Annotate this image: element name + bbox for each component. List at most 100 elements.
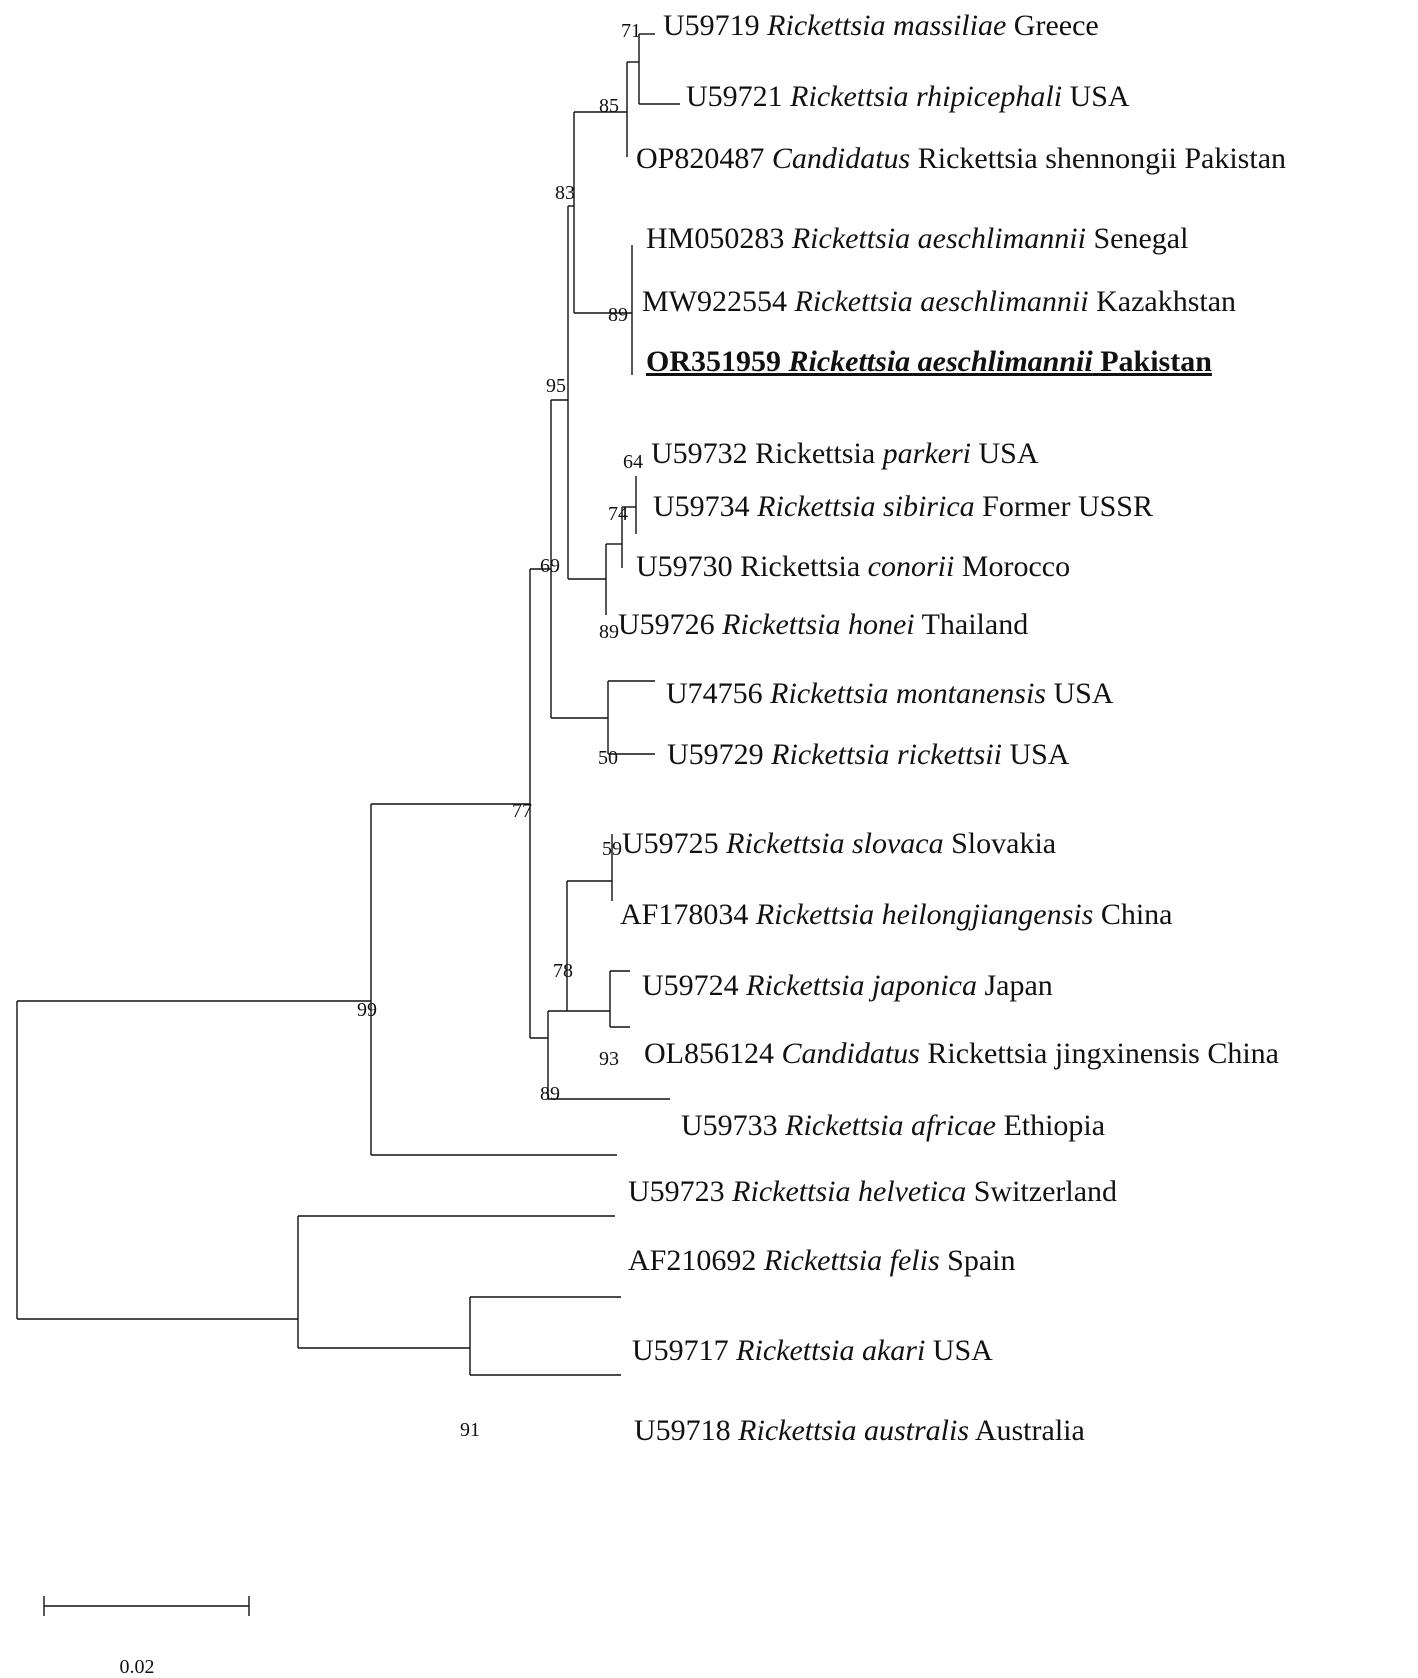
bootstrap-value: 71 [621, 20, 641, 42]
leaf-label-part: conorii [868, 550, 955, 583]
leaf-label-part: Rickettsia heilongjiangensis [755, 898, 1093, 931]
leaf-label-part: U59734 [653, 490, 757, 523]
bootstrap-value: 85 [599, 95, 619, 117]
bootstrap-value: 69 [540, 555, 560, 577]
leaf-label-part: Rickettsia rhipicephali [789, 80, 1062, 113]
leaf-label-japonica: U59724 Rickettsia japonica Japan [642, 969, 1053, 1002]
leaf-label-part: U59723 [628, 1175, 732, 1208]
leaf-label-part: Rickettsia australis [737, 1414, 969, 1447]
leaf-label-part: Switzerland [966, 1175, 1117, 1208]
leaf-label-sibirica: U59734 Rickettsia sibirica Former USSR [653, 490, 1153, 523]
leaf-label-montanensis: U74756 Rickettsia montanensis USA [666, 677, 1114, 710]
leaf-labels: U59719 Rickettsia massiliae GreeceU59721… [618, 9, 1286, 1447]
leaf-label-part: Spain [940, 1244, 1016, 1277]
bootstrap-value: 59 [602, 838, 622, 860]
bootstrap-value: 77 [512, 800, 532, 822]
leaf-label-part: Rickettsia slovaca [725, 827, 943, 860]
leaf-label-part: Rickettsia honei [721, 608, 914, 641]
bootstrap-value: 91 [460, 1419, 480, 1441]
leaf-label-part: U59721 [686, 80, 790, 113]
bootstrap-value: 74 [608, 503, 628, 525]
leaf-label-part: Candidatus [782, 1037, 920, 1070]
bootstrap-value: 89 [540, 1083, 560, 1105]
leaf-label-part: OL856124 [644, 1037, 782, 1070]
leaf-label-felis: AF210692 Rickettsia felis Spain [628, 1244, 1015, 1277]
scale-bar: 0.02 [43, 1596, 250, 1678]
leaf-label-part: Rickettsia shennongii Pakistan [910, 142, 1286, 175]
leaf-label-part: U59718 [634, 1414, 738, 1447]
leaf-label-part: U74756 [666, 677, 770, 710]
leaf-label-heilongjiangensis: AF178034 Rickettsia heilongjiangensis Ch… [620, 898, 1172, 931]
leaf-label-part: U59730 Rickettsia [636, 550, 868, 583]
leaf-label-massiliae: U59719 Rickettsia massiliae Greece [663, 9, 1099, 42]
leaf-label-part: AF210692 [628, 1244, 764, 1277]
leaf-label-jingxinensis: OL856124 Candidatus Rickettsia jingxinen… [644, 1037, 1279, 1070]
leaf-label-part: U59729 [667, 738, 771, 771]
leaf-label-part: Rickettsia japonica [745, 969, 977, 1002]
leaf-label-part: Pakistan [1093, 345, 1213, 378]
leaf-label-akari: U59717 Rickettsia akari USA [632, 1334, 993, 1367]
leaf-label-part: Rickettsia massiliae [766, 9, 1006, 42]
leaf-label-parkeri: U59732 Rickettsia parkeri USA [651, 437, 1039, 470]
leaf-label-part: USA [1062, 80, 1130, 113]
leaf-label-part: Rickettsia jingxinensis China [920, 1037, 1279, 1070]
leaf-label-part: Kazakhstan [1089, 285, 1236, 318]
leaf-label-part: U59732 Rickettsia [651, 437, 883, 470]
leaf-label-part: OP820487 [636, 142, 772, 175]
bootstrap-value: 64 [623, 451, 643, 473]
leaf-label-part: Greece [1006, 9, 1098, 42]
leaf-label-part: Rickettsia felis [763, 1244, 940, 1277]
leaf-label-conorii: U59730 Rickettsia conorii Morocco [636, 550, 1070, 583]
leaf-label-honei: U59726 Rickettsia honei Thailand [618, 608, 1028, 641]
leaf-label-aesch-kazakhstan: MW922554 Rickettsia aeschlimannii Kazakh… [642, 285, 1236, 318]
leaf-label-part: Rickettsia sibirica [756, 490, 974, 523]
leaf-label-part: Slovakia [944, 827, 1057, 860]
leaf-label-part: Thailand [915, 608, 1029, 641]
leaf-label-aesch-pakistan: OR351959 Rickettsia aeschlimannii Pakist… [646, 345, 1212, 378]
bootstrap-value: 83 [555, 182, 575, 204]
leaf-label-part: Rickettsia africae [784, 1109, 996, 1142]
bootstrap-value: 89 [608, 304, 628, 326]
leaf-label-part: Rickettsia aeschlimannii [794, 285, 1089, 318]
leaf-label-part: Rickettsia aeschlimannii [788, 345, 1094, 378]
bootstrap-value: 99 [357, 999, 377, 1021]
leaf-label-rhipicephali: U59721 Rickettsia rhipicephali USA [686, 80, 1130, 113]
leaf-label-part: Rickettsia helvetica [731, 1175, 966, 1208]
leaf-label-part: HM050283 [646, 222, 792, 255]
leaf-label-part: Senegal [1086, 222, 1188, 255]
leaf-label-part: AF178034 [620, 898, 756, 931]
leaf-label-part: USA [971, 437, 1039, 470]
leaf-label-part: Australia [969, 1414, 1085, 1447]
leaf-label-part: U59724 [642, 969, 746, 1002]
leaf-label-australis: U59718 Rickettsia australis Australia [634, 1414, 1085, 1447]
bootstrap-value: 95 [546, 375, 566, 397]
leaf-label-part: U59719 [663, 9, 767, 42]
leaf-label-part: Japan [977, 969, 1053, 1002]
tree-branches [16, 33, 680, 1376]
bootstrap-value: 89 [599, 621, 619, 643]
leaf-label-part: Rickettsia aeschlimannii [791, 222, 1086, 255]
leaf-label-part: Rickettsia montanensis [769, 677, 1046, 710]
leaf-label-rickettsii: U59729 Rickettsia rickettsii USA [667, 738, 1070, 771]
leaf-label-part: U59725 [622, 827, 726, 860]
leaf-label-helvetica: U59723 Rickettsia helvetica Switzerland [628, 1175, 1117, 1208]
leaf-label-slovaca: U59725 Rickettsia slovaca Slovakia [622, 827, 1056, 860]
leaf-label-part: U59733 [681, 1109, 785, 1142]
leaf-label-aesch-senegal: HM050283 Rickettsia aeschlimannii Senega… [646, 222, 1188, 255]
leaf-label-part: Ethiopia [996, 1109, 1105, 1142]
leaf-label-part: USA [925, 1334, 993, 1367]
leaf-label-part: Morocco [954, 550, 1070, 583]
leaf-label-part: OR351959 [646, 345, 789, 378]
leaf-label-part: Former USSR [975, 490, 1153, 523]
leaf-label-part: USA [1002, 738, 1070, 771]
leaf-label-part: U59717 [632, 1334, 736, 1367]
leaf-label-part: parkeri [881, 437, 971, 470]
leaf-label-part: China [1093, 898, 1172, 931]
scale-bar-label: 0.02 [120, 1656, 155, 1678]
leaf-label-part: Rickettsia rickettsii [770, 738, 1002, 771]
bootstrap-value: 50 [598, 747, 618, 769]
bootstrap-value: 93 [599, 1048, 619, 1070]
leaf-label-part: Candidatus [772, 142, 910, 175]
